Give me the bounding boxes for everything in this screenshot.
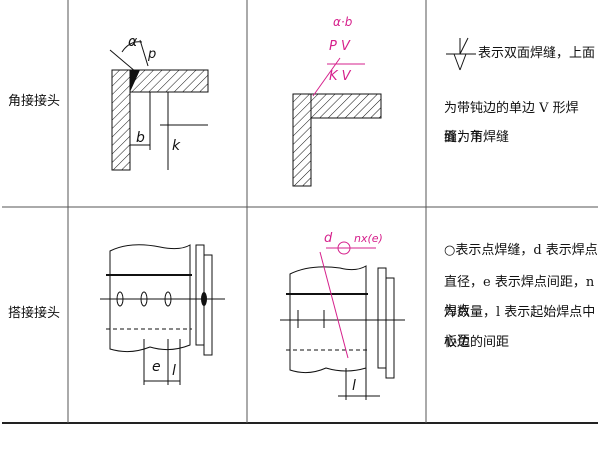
lap-desc-line-3: 焊数量，l 表示起始焊点中心至 (444, 305, 596, 349)
double-weld-symbol-icon (446, 37, 476, 71)
b-label: b (136, 130, 145, 146)
corner-joint-symbol-diagram: α·b P V K V (292, 15, 382, 187)
p-label: p (147, 47, 156, 62)
e-label: e (152, 359, 161, 375)
lap-joint-symbol-diagram: d nx(e) l (280, 231, 405, 400)
annotation-d: d (324, 231, 333, 246)
lap-desc-line-1: ○表示点焊缝，d 表示焊点 (444, 243, 598, 258)
l-label: l (172, 363, 176, 379)
alpha-label: α (128, 34, 138, 50)
k-label: k (172, 138, 181, 154)
corner-joint-diagram: α p b k (109, 34, 209, 171)
corner-desc-line-2: 为带钝边的单边 V 形焊缝，下 (444, 101, 579, 145)
annotation-nxe: nx(e) (354, 232, 383, 245)
annotation-pv: P V (329, 39, 351, 54)
lap-joint-diagram: e l (100, 244, 225, 385)
row-label-corner-joint: 角接接头 (8, 94, 61, 109)
lap-desc-line-2: 直径，e 表示焊点间距，n 为点 (444, 275, 595, 319)
row-label-lap-joint: 搭接接头 (8, 306, 61, 321)
corner-desc-line-1: 表示双面焊缝，上面 (478, 46, 596, 61)
lap-desc-line-4: 板边的间距 (444, 335, 510, 350)
annotation-kv: K V (329, 69, 352, 84)
corner-desc-line-3: 面为角焊缝 (444, 130, 510, 145)
annotation-alpha-b: α·b (333, 15, 353, 29)
l-label-2: l (352, 378, 356, 394)
